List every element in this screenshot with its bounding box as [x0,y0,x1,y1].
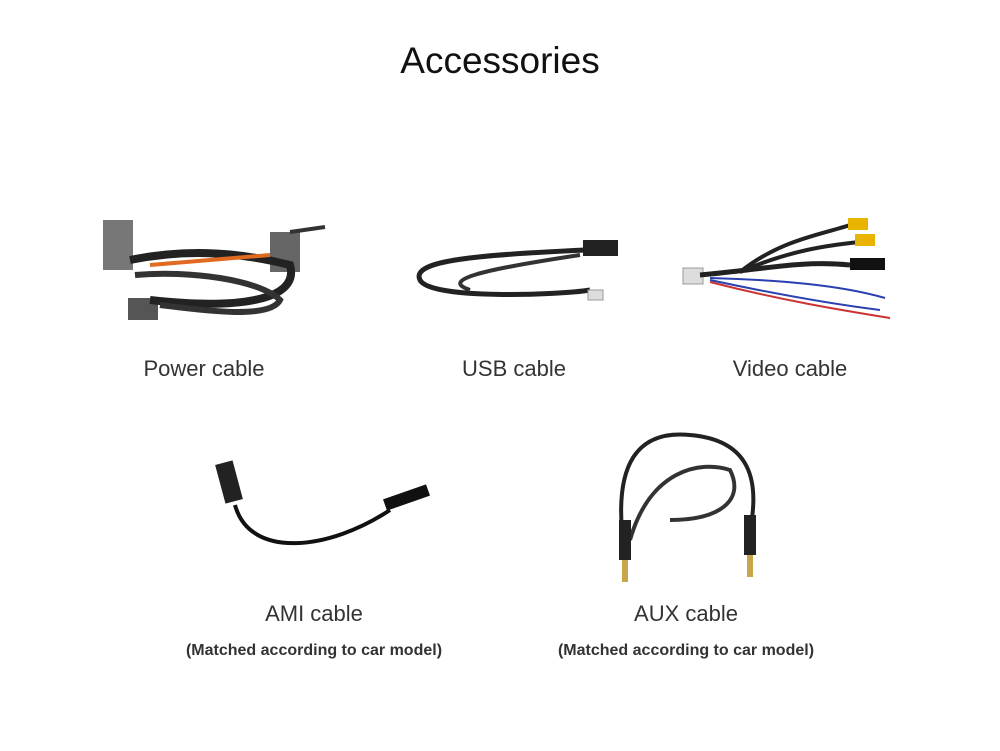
power-cable-label: Power cable [143,356,265,381]
usb-cable-label: USB cable [462,356,566,381]
video-cable-label: Video cable [732,356,848,381]
page-title: Accessories [400,40,600,81]
video-cable-image [682,218,891,319]
usb-cable-image [416,240,618,301]
aux-cable-label: AUX cable [634,601,738,626]
ami-cable-image [215,460,430,546]
aux-cable-image [619,432,756,582]
ami-cable-label: AMI cable [265,601,363,626]
ami-cable-note: (Matched according to car model) [185,642,443,659]
power-cable-image [103,220,326,320]
aux-cable-note: (Matched according to car model) [557,642,815,659]
